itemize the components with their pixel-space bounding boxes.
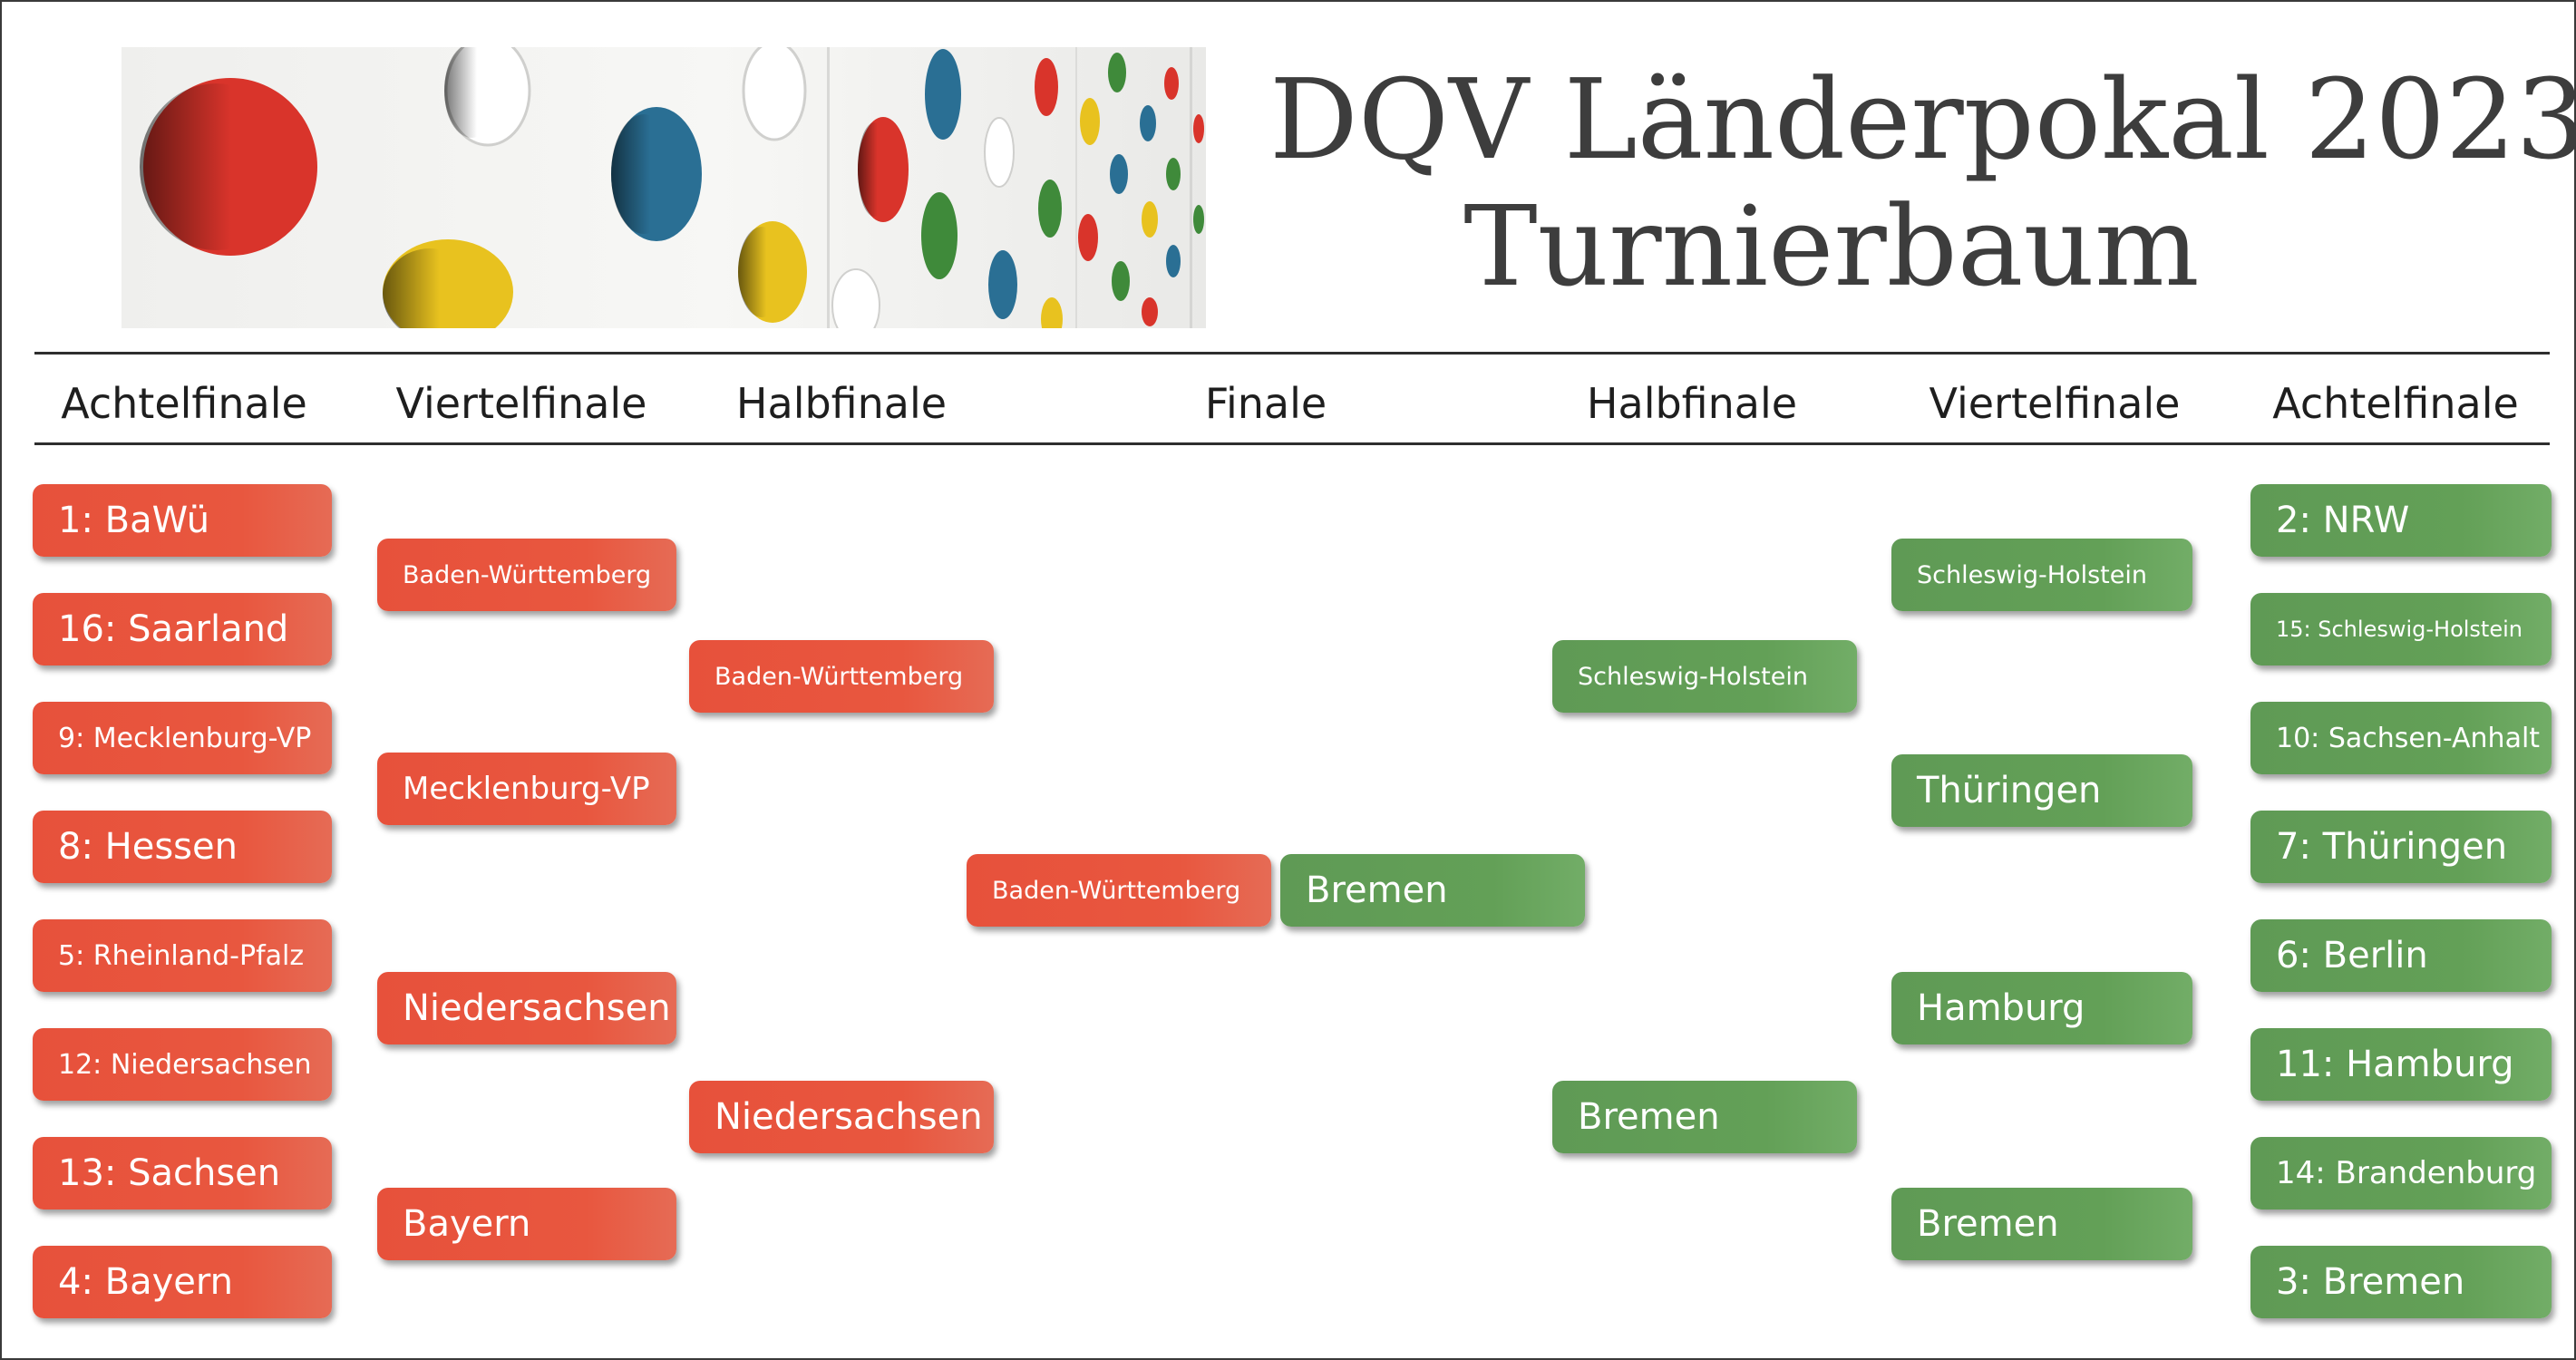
left-r16-slot-8: 4: Bayern [33, 1246, 332, 1318]
right-qf-slot-2: Thüringen [1891, 754, 2192, 827]
page-title: DQV Länderpokal 2023 Turnierbaum [1269, 55, 2576, 311]
left-sf-slot-1: Baden-Württemberg [689, 640, 994, 713]
left-r16-slot-5: 5: Rheinland-Pfalz [33, 919, 332, 992]
right-qf-slot-1: Schleswig-Holstein [1891, 539, 2192, 611]
right-r16-slot-3: 10: Sachsen-Anhalt [2250, 702, 2552, 774]
right-r16-slot-1: 2: NRW [2250, 484, 2552, 557]
right-r16-slot-4: 7: Thüringen [2250, 811, 2552, 883]
left-r16-slot-1: 1: BaWü [33, 484, 332, 557]
right-r16-slot-8: 3: Bremen [2250, 1246, 2552, 1318]
left-r16-slot-6: 12: Niedersachsen [33, 1028, 332, 1101]
right-r16-slot-6: 11: Hamburg [2250, 1028, 2552, 1101]
left-qf-slot-2: Mecklenburg-VP [377, 753, 676, 825]
round-label-right-semifinal: Halbfinale [1586, 379, 1798, 428]
left-qf-slot-3: Niedersachsen [377, 972, 676, 1044]
round-label-left-round-of-16: Achtelfinale [61, 379, 307, 428]
round-label-left-semifinal: Halbfinale [735, 379, 948, 428]
round-label-final: Finale [1204, 379, 1327, 428]
left-r16-slot-4: 8: Hessen [33, 811, 332, 883]
right-r16-slot-2: 15: Schleswig-Holstein [2250, 593, 2552, 665]
left-qf-slot-1: Baden-Württemberg [377, 539, 676, 611]
right-sf-slot-1: Schleswig-Holstein [1552, 640, 1857, 713]
round-label-left-quarterfinal: Viertelfinale [395, 379, 647, 428]
right-r16-slot-7: 14: Brandenburg [2250, 1137, 2552, 1209]
right-qf-slot-4: Bremen [1891, 1188, 2192, 1260]
final-right-finalist: Bremen [1280, 854, 1585, 927]
title-line-1: DQV Länderpokal 2023 [1269, 55, 2576, 184]
header-bottom-rule [34, 442, 2550, 445]
round-label-right-round-of-16: Achtelfinale [2272, 379, 2519, 428]
right-qf-slot-3: Hamburg [1891, 972, 2192, 1044]
right-r16-slot-5: 6: Berlin [2250, 919, 2552, 992]
header-banner-image [122, 47, 1206, 328]
left-r16-slot-3: 9: Mecklenburg-VP [33, 702, 332, 774]
right-sf-slot-2: Bremen [1552, 1081, 1857, 1153]
round-label-right-quarterfinal: Viertelfinale [1929, 379, 2181, 428]
left-sf-slot-2: Niedersachsen [689, 1081, 994, 1153]
title-line-2: Turnierbaum [1463, 182, 2200, 311]
left-qf-slot-4: Bayern [377, 1188, 676, 1260]
header-top-rule [34, 352, 2550, 355]
final-left-finalist: Baden-Württemberg [967, 854, 1271, 927]
left-r16-slot-2: 16: Saarland [33, 593, 332, 665]
left-r16-slot-7: 13: Sachsen [33, 1137, 332, 1209]
